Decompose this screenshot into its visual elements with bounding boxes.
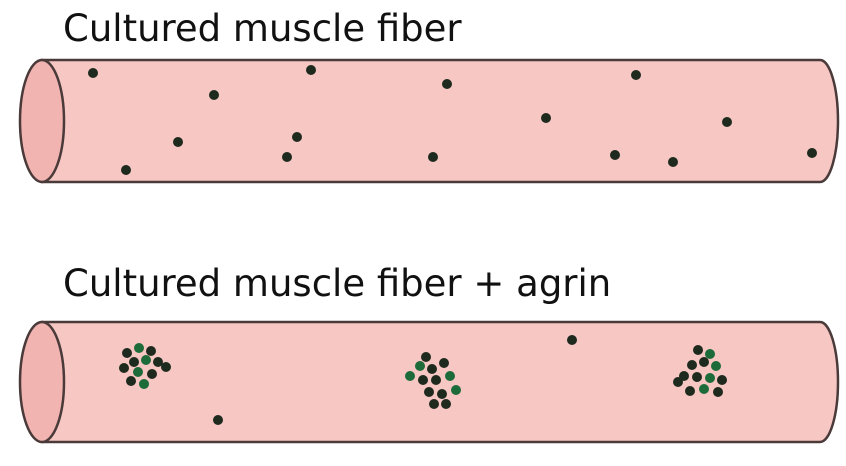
receptor-dot — [88, 68, 98, 78]
receptor-cluster-dot — [451, 385, 461, 395]
receptor-dot — [292, 132, 302, 142]
receptor-dot — [722, 117, 732, 127]
receptor-cluster-dot — [119, 363, 129, 373]
receptor-cluster-dot — [133, 367, 143, 377]
receptor-cluster-dot — [126, 376, 136, 386]
receptor-cluster-dot — [441, 399, 451, 409]
receptor-cluster-dot — [685, 386, 695, 396]
receptors-clustered — [119, 335, 727, 425]
receptor-dot — [442, 79, 452, 89]
receptor-cluster-dot — [439, 358, 449, 368]
receptor-cluster-dot — [147, 369, 157, 379]
receptor-cluster-dot — [141, 355, 151, 365]
receptor-cluster-dot — [415, 361, 425, 371]
receptor-dot — [567, 335, 577, 345]
receptor-cluster-dot — [705, 349, 715, 359]
receptor-cluster-dot — [161, 362, 171, 372]
fiber-body-top — [40, 58, 840, 184]
receptor-cluster-dot — [699, 357, 709, 367]
receptor-cluster-dot — [445, 371, 455, 381]
receptor-dot — [121, 165, 131, 175]
receptor-dot — [807, 148, 817, 158]
label-cultured-muscle-fiber-agrin: Cultured muscle fiber + agrin — [63, 262, 612, 305]
receptor-cluster-dot — [418, 375, 428, 385]
receptor-cluster-dot — [429, 399, 439, 409]
receptor-cluster-dot — [699, 384, 709, 394]
receptor-cluster-dot — [424, 387, 434, 397]
receptor-cluster-dot — [129, 357, 139, 367]
receptors-scattered — [88, 65, 817, 175]
receptor-cluster-dot — [692, 372, 702, 382]
receptor-cluster-dot — [705, 373, 715, 383]
receptor-cluster-dot — [687, 360, 697, 370]
receptor-dot — [541, 113, 551, 123]
receptor-cluster-dot — [405, 371, 415, 381]
receptor-dot — [213, 415, 223, 425]
receptor-cluster-dot — [153, 357, 163, 367]
receptor-cluster-dot — [711, 361, 721, 371]
receptor-dot — [282, 152, 292, 162]
receptor-dot — [209, 90, 219, 100]
receptor-cluster-dot — [421, 352, 431, 362]
receptor-cluster-dot — [427, 364, 437, 374]
receptor-cluster-dot — [146, 346, 156, 356]
fiber-cap-bottom — [18, 320, 66, 444]
receptor-dot — [428, 152, 438, 162]
receptor-cluster-dot — [437, 389, 447, 399]
receptor-cluster-dot — [134, 343, 144, 353]
receptor-cluster-dot — [139, 379, 149, 389]
receptor-dot — [631, 70, 641, 80]
receptor-cluster-dot — [713, 387, 723, 397]
receptor-dot — [668, 157, 678, 167]
receptor-cluster-dot — [717, 375, 727, 385]
muscle-fiber-bottom — [18, 320, 840, 444]
receptor-cluster-dot — [431, 375, 441, 385]
receptor-dot — [173, 137, 183, 147]
fiber-cap-top — [18, 58, 66, 184]
receptor-cluster-dot — [122, 348, 132, 358]
receptor-dot — [610, 150, 620, 160]
label-cultured-muscle-fiber: Cultured muscle fiber — [63, 7, 462, 50]
receptor-cluster-dot — [693, 345, 703, 355]
receptor-dot — [306, 65, 316, 75]
muscle-fiber-top — [18, 58, 840, 184]
receptor-cluster-dot — [673, 377, 683, 387]
